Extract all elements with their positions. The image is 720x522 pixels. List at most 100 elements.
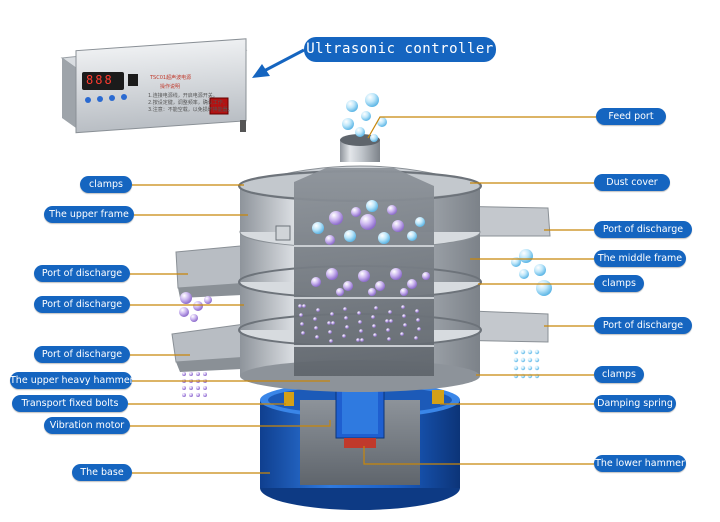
particle xyxy=(311,277,321,287)
particle xyxy=(390,268,402,280)
particle xyxy=(314,326,318,330)
particle xyxy=(193,301,203,311)
particle xyxy=(401,305,405,309)
label-dust-cover: Dust cover xyxy=(594,174,670,191)
particle xyxy=(343,307,347,311)
particle xyxy=(180,292,192,304)
particle xyxy=(360,214,376,230)
particle xyxy=(336,288,344,296)
leader-line xyxy=(367,116,596,139)
particle xyxy=(400,332,404,336)
feed-port xyxy=(340,140,380,162)
particle xyxy=(534,264,546,276)
label-port-discharge-l3: Port of discharge xyxy=(34,346,130,363)
label-middle-frame: The middle frame xyxy=(594,250,686,267)
particle xyxy=(417,327,421,331)
particle xyxy=(330,312,334,316)
particle xyxy=(357,311,361,315)
controller-note: 3.注意：不能空载，以免损坏换能器。 xyxy=(148,107,233,113)
particle xyxy=(385,319,389,323)
particle xyxy=(344,316,348,320)
controller-model-text: TSC01超声波电源 xyxy=(150,75,192,81)
leader-line xyxy=(130,420,331,427)
particle xyxy=(534,365,540,371)
particle xyxy=(388,310,392,314)
particle xyxy=(370,134,378,142)
particle xyxy=(189,372,193,376)
controller-button xyxy=(121,94,127,100)
particle xyxy=(403,323,407,327)
particle xyxy=(360,338,364,342)
particle xyxy=(365,93,379,107)
particle xyxy=(316,308,320,312)
particle xyxy=(416,318,420,322)
particle xyxy=(312,222,324,234)
particle xyxy=(415,309,419,313)
controller-note: 2.按设定键，调整频率，确认工作。 xyxy=(148,100,228,106)
label-clamps-r1: clamps xyxy=(594,275,644,292)
leader-lines xyxy=(128,116,596,474)
label-port-discharge-l1: Port of discharge xyxy=(34,265,130,282)
label-transport-bolts: Transport fixed bolts xyxy=(12,395,128,412)
particle xyxy=(182,372,186,376)
label-port-discharge-l2: Port of discharge xyxy=(34,296,130,313)
leader-line xyxy=(363,446,594,465)
particle xyxy=(387,205,397,215)
particle xyxy=(203,393,207,397)
label-clamps-top: clamps xyxy=(80,176,132,193)
particle xyxy=(203,386,207,390)
particle xyxy=(356,338,360,342)
particle xyxy=(325,235,335,245)
particle xyxy=(182,386,186,390)
particle xyxy=(344,230,356,242)
particle xyxy=(389,319,393,323)
particle xyxy=(342,334,346,338)
particle xyxy=(351,207,361,217)
controller-subtitle-text: 操作说明 xyxy=(160,84,181,90)
particle xyxy=(422,272,430,280)
controller-note: 1.连接电源线，开启电源开关。 xyxy=(148,93,218,99)
particle xyxy=(346,100,358,112)
particle xyxy=(196,386,200,390)
power-switch xyxy=(209,97,229,115)
particle xyxy=(520,357,526,363)
particle xyxy=(190,314,198,322)
particle xyxy=(189,393,193,397)
particle xyxy=(366,200,378,212)
particle xyxy=(343,281,353,291)
particle xyxy=(374,306,378,310)
particle xyxy=(315,335,319,339)
particle xyxy=(534,349,540,355)
particle xyxy=(407,279,417,289)
particle xyxy=(326,268,338,280)
particle xyxy=(203,372,207,376)
controller-button xyxy=(85,97,91,103)
particle xyxy=(300,322,304,326)
particle xyxy=(204,296,212,304)
label-damping-spring: Damping spring xyxy=(594,395,676,412)
particle xyxy=(377,117,387,127)
particle xyxy=(392,220,404,232)
particle xyxy=(372,324,376,328)
particle xyxy=(299,313,303,317)
label-base: The base xyxy=(72,464,132,481)
particle xyxy=(179,307,189,317)
label-port-discharge-r1: Port of discharge xyxy=(594,221,692,238)
particle xyxy=(520,349,526,355)
particle xyxy=(298,304,302,308)
particle xyxy=(327,321,331,325)
particle xyxy=(373,333,377,337)
label-upper-frame: The upper frame xyxy=(44,206,134,223)
particle xyxy=(513,357,519,363)
particle xyxy=(368,288,376,296)
particle xyxy=(331,321,335,325)
particle xyxy=(328,330,332,334)
controller-button xyxy=(109,95,115,101)
particle xyxy=(520,365,526,371)
label-vibration-motor: Vibration motor xyxy=(44,417,130,434)
particle xyxy=(342,118,354,130)
particle xyxy=(196,393,200,397)
particle xyxy=(329,339,333,343)
particle xyxy=(313,317,317,321)
